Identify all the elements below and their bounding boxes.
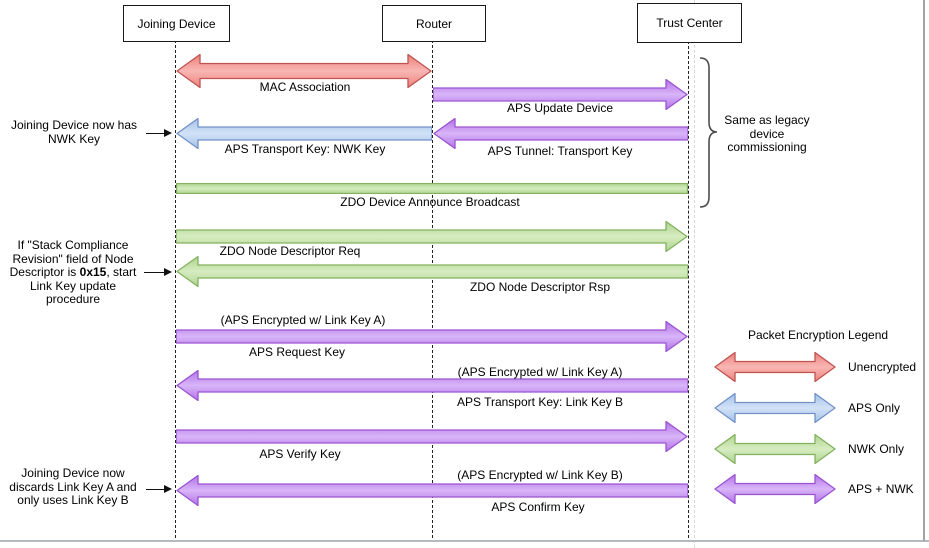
- annotation-line: Link Key update: [29, 278, 117, 293]
- label-aps-transport-key-link-key-b: APS Transport Key: Link Key B: [456, 395, 624, 409]
- label-aps-transport-key-nwk: APS Transport Key: NWK Key: [224, 142, 386, 156]
- note-aps-encrypted-link-key-a-1: (APS Encrypted w/ Link Key A): [220, 313, 386, 327]
- annotation-stack-compliance: If "Stack Compliance Revision" field of …: [2, 238, 144, 307]
- lifeline-joining-device: [175, 40, 176, 538]
- legend-arrow-aps-nwk: [714, 474, 836, 504]
- annotation-line: discards Link Key A and: [9, 479, 137, 494]
- bracket-note: Same as legacy device commissioning: [706, 113, 828, 155]
- arrow-aps-transport-key-link-key-b: [176, 370, 688, 401]
- bracket-note-line: device: [749, 126, 785, 141]
- annotation-pointer-arrow: [146, 485, 172, 494]
- actor-box-router: Router: [382, 5, 486, 42]
- page-boundary-line: [694, 0, 695, 548]
- label-aps-tunnel-transport-key: APS Tunnel: Transport Key: [487, 144, 633, 158]
- actor-box-trust-center: Trust Center: [637, 3, 742, 43]
- arrow-aps-transport-key-nwk: [176, 118, 432, 149]
- actor-label: Joining Device: [137, 16, 216, 31]
- legend-label-unencrypted: Unencrypted: [848, 360, 917, 374]
- legend-arrow-nwk-only: [714, 434, 836, 464]
- label-zdo-node-descriptor-req: ZDO Node Descriptor Req: [219, 244, 361, 258]
- annotation-line: NWK Key: [47, 131, 100, 146]
- label-mac-association: MAC Association: [259, 80, 351, 94]
- lifeline-router: [432, 40, 433, 538]
- arrow-aps-tunnel-transport-key: [433, 118, 688, 149]
- annotation-line: only uses Link Key B: [17, 493, 129, 507]
- annotation-nwk-key: Joining Device now has NWK Key: [4, 118, 144, 146]
- label-zdo-device-announce: ZDO Device Announce Broadcast: [340, 195, 520, 209]
- label-zdo-node-descriptor-rsp: ZDO Node Descriptor Rsp: [469, 280, 611, 294]
- legend-arrow-unencrypted: [714, 352, 836, 382]
- canvas-right-edge: [923, 0, 925, 541]
- annotation-pointer-arrow: [146, 129, 172, 138]
- arrow-zdo-node-descriptor-rsp: [176, 256, 688, 287]
- bracket-note-line: Same as legacy: [724, 113, 810, 127]
- arrow-aps-request-key: [176, 321, 688, 352]
- legend-label-nwk-only: NWK Only: [848, 442, 905, 456]
- arrow-aps-update-device: [433, 79, 688, 110]
- bracket-note-line: commissioning: [727, 140, 807, 154]
- actor-label: Trust Center: [656, 16, 723, 30]
- annotation-line: procedure: [45, 292, 101, 306]
- legend-title: Packet Encryption Legend: [747, 328, 889, 342]
- annotation-line: Revision" field of Node: [12, 251, 134, 266]
- lifeline-trust-center: [688, 41, 689, 538]
- arrow-zdo-node-descriptor-req: [176, 221, 688, 252]
- annotation-line: If "Stack Compliance: [17, 238, 129, 252]
- annotation-text: , start: [106, 265, 137, 279]
- annotation-text: Descriptor is: [9, 265, 80, 279]
- actor-label: Router: [415, 16, 453, 31]
- note-aps-encrypted-link-key-b: (APS Encrypted w/ Link Key B): [457, 468, 623, 482]
- annotation-line: Descriptor is 0x15, start: [2, 265, 144, 280]
- actor-box-joining-device: Joining Device: [123, 5, 230, 42]
- annotation-text-bold: 0x15: [79, 265, 107, 279]
- label-aps-confirm-key: APS Confirm Key: [491, 500, 585, 514]
- label-aps-update-device: APS Update Device: [506, 101, 614, 115]
- arrow-aps-confirm-key: [176, 475, 688, 506]
- label-aps-verify-key: APS Verify Key: [259, 447, 341, 461]
- curly-brace: [699, 57, 718, 208]
- canvas-bottom-edge: [0, 540, 929, 542]
- annotation-link-key: Joining Device now discards Link Key A a…: [2, 466, 144, 508]
- legend-label-aps-only: APS Only: [848, 401, 901, 415]
- bar-zdo-device-announce: [176, 183, 688, 194]
- note-aps-encrypted-link-key-a-2: (APS Encrypted w/ Link Key A): [457, 365, 623, 379]
- arrow-mac-association: [176, 54, 432, 88]
- legend-arrow-aps-only: [714, 393, 836, 423]
- label-aps-request-key: APS Request Key: [248, 345, 346, 359]
- annotation-pointer-arrow: [144, 268, 172, 277]
- annotation-line: Joining Device now: [21, 466, 125, 480]
- legend-label-aps-nwk: APS + NWK: [848, 482, 914, 496]
- annotation-line: Joining Device now has: [10, 118, 138, 132]
- arrow-aps-verify-key: [176, 421, 688, 452]
